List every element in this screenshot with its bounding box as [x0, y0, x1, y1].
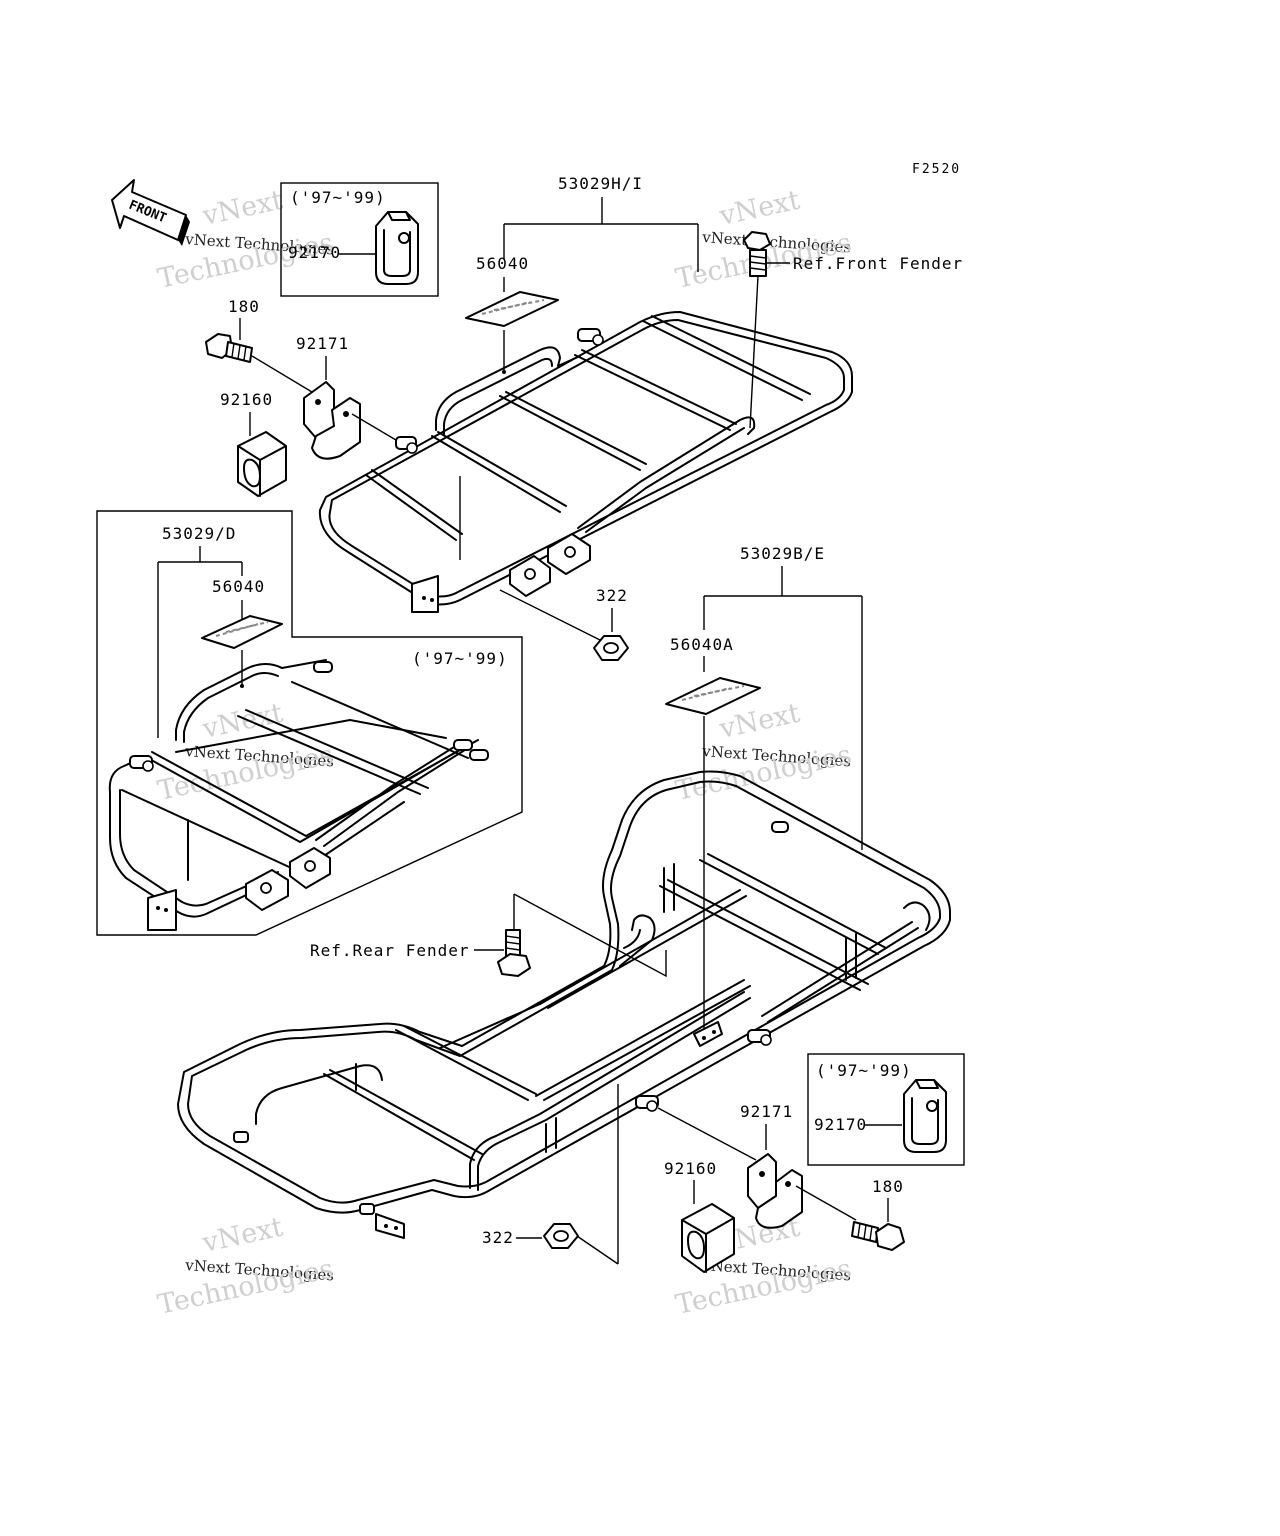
label-56040-left: 56040: [212, 577, 265, 596]
label-92160-rear: 92160: [664, 1159, 717, 1178]
ref-rear-fender-label: Ref.Rear Fender: [310, 941, 470, 960]
year-note-rear: ('97~'99): [816, 1061, 912, 1080]
watermark-mid-right: vNext vNext Technologies Technologies: [673, 698, 854, 807]
svg-text:vNext: vNext: [716, 698, 803, 745]
label-92171-front: 92171: [296, 334, 349, 353]
ref-front-fender-label: Ref.Front Fender: [793, 254, 963, 273]
mat-56040-left-icon: [201, 615, 283, 649]
bolt-180-front-icon: [205, 333, 253, 363]
inset-old-clamp-rear: ('97~'99) 92170: [807, 1053, 965, 1166]
year-note-left: ('97~'99): [412, 649, 508, 668]
clamp-92171-front-icon: [303, 381, 361, 460]
label-92171-rear: 92171: [740, 1102, 793, 1121]
label-180-rear: 180: [872, 1177, 904, 1196]
bolt-180-rear-icon: [851, 1221, 905, 1251]
front-arrow-icon: FRONT: [111, 179, 190, 246]
rear-carrier-53029BE: [177, 770, 951, 1239]
cushion-92160-front-icon: [237, 431, 287, 497]
watermark-bottom-left: vNext vNext Technologies Technologies: [155, 1212, 336, 1321]
cushion-92160-rear-icon: [681, 1203, 735, 1273]
mat-56040-top-icon: [465, 291, 559, 327]
label-56040A: 56040A: [670, 635, 734, 654]
bolt-rear-fender-icon: [497, 929, 531, 977]
label-53029D: 53029/D: [162, 524, 236, 543]
label-92170-rear: 92170: [814, 1115, 867, 1134]
clamp-92171-rear-icon: [747, 1153, 803, 1229]
svg-text:vNext: vNext: [716, 185, 803, 232]
label-322-rear: 322: [482, 1228, 514, 1247]
front-carrier-53029HI: [318, 311, 853, 613]
svg-text:vNext: vNext: [199, 1212, 286, 1259]
label-56040-top: 56040: [476, 254, 529, 273]
clamp-92170-front-icon: [375, 211, 419, 285]
label-53029BE: 53029B/E: [740, 544, 825, 563]
year-note-front: ('97~'99): [290, 188, 386, 207]
nut-322-front-icon: [593, 635, 629, 661]
label-92170-front: 92170: [288, 243, 341, 262]
svg-text:vNext: vNext: [199, 185, 286, 232]
figure-code: F2520: [912, 162, 961, 177]
label-53029HI: 53029H/I: [558, 174, 643, 193]
label-180-front: 180: [228, 297, 260, 316]
panel-53029D: 53029/D 56040 ('97~'99): [96, 510, 523, 936]
nut-322-rear-icon: [543, 1223, 579, 1249]
mat-56040A-icon: [665, 677, 761, 715]
label-322-front: 322: [596, 586, 628, 605]
bolt-front-fender-icon: [743, 231, 771, 277]
clamp-92170-rear-icon: [903, 1079, 947, 1153]
inset-old-clamp-front: ('97~'99) 92170: [280, 182, 439, 297]
label-92160-front: 92160: [220, 390, 273, 409]
